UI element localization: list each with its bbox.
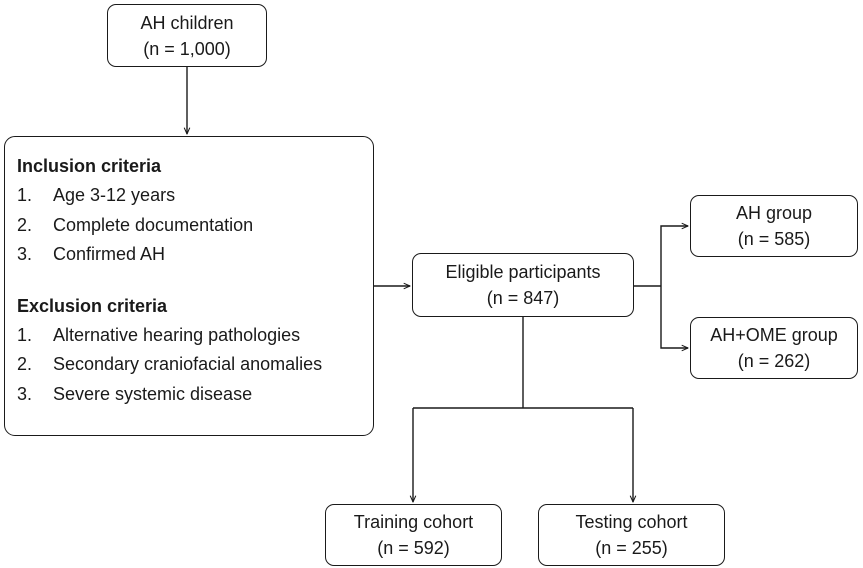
testing-cohort-node: Testing cohort (n = 255) xyxy=(538,504,725,566)
exclusion-criteria-list: 1. Alternative hearing pathologies 2. Se… xyxy=(17,321,373,410)
training-cohort-node: Training cohort (n = 592) xyxy=(325,504,502,566)
criterion-number: 2. xyxy=(17,214,33,235)
node-count: (n = 585) xyxy=(737,229,811,249)
inclusion-criteria-list: 1. Age 3-12 years 2. Complete documentat… xyxy=(17,181,373,270)
line-eligible-branch-down xyxy=(413,317,633,409)
ah-children-node: AH children (n = 1,000) xyxy=(107,4,267,67)
node-title: Eligible participants xyxy=(445,262,601,282)
exclusion-criteria-heading: Exclusion criteria xyxy=(17,295,168,316)
inclusion-criteria-heading: Inclusion criteria xyxy=(17,156,162,176)
criterion-text: Secondary craniofacial anomalies xyxy=(53,354,323,374)
inclusion-criterion: 2. Complete documentation xyxy=(17,211,373,241)
arrow-to-ah-group xyxy=(660,226,688,286)
node-title: AH group xyxy=(735,203,813,223)
inclusion-criterion: 1. Age 3-12 years xyxy=(17,181,373,211)
criteria-spacer xyxy=(17,270,373,292)
criterion-text: Complete documentation xyxy=(53,214,254,235)
criterion-number: 3. xyxy=(17,383,33,404)
criterion-text: Severe systemic disease xyxy=(53,383,253,404)
criterion-number: 3. xyxy=(17,244,33,264)
criterion-text: Age 3-12 years xyxy=(53,185,176,205)
node-title: Testing cohort xyxy=(575,512,688,532)
eligible-participants-node: Eligible participants (n = 847) xyxy=(412,253,634,317)
node-count: (n = 847) xyxy=(486,288,560,308)
node-title: Training cohort xyxy=(353,512,474,532)
criterion-text: Alternative hearing pathologies xyxy=(53,324,301,345)
arrow-to-ah-ome-group xyxy=(660,286,688,348)
criterion-number: 2. xyxy=(17,354,33,374)
criteria-node: Inclusion criteria 1. Age 3-12 years 2. … xyxy=(4,136,374,436)
exclusion-criterion: 1. Alternative hearing pathologies xyxy=(17,321,373,351)
inclusion-criterion: 3. Confirmed AH xyxy=(17,240,373,270)
node-count: (n = 592) xyxy=(377,538,450,558)
criterion-number: 1. xyxy=(17,324,33,345)
node-title: AH children xyxy=(140,12,234,33)
node-count: (n = 262) xyxy=(737,351,811,371)
exclusion-criterion: 2. Secondary craniofacial anomalies xyxy=(17,350,373,380)
ah-group-node: AH group (n = 585) xyxy=(690,195,858,257)
node-count: (n = 255) xyxy=(595,538,668,558)
criterion-number: 1. xyxy=(17,185,33,205)
node-count: (n = 1,000) xyxy=(143,38,231,59)
node-title: AH+OME group xyxy=(710,325,838,345)
criterion-text: Confirmed AH xyxy=(53,244,166,264)
exclusion-criterion: 3. Severe systemic disease xyxy=(17,380,373,410)
ah-ome-group-node: AH+OME group (n = 262) xyxy=(690,317,858,379)
